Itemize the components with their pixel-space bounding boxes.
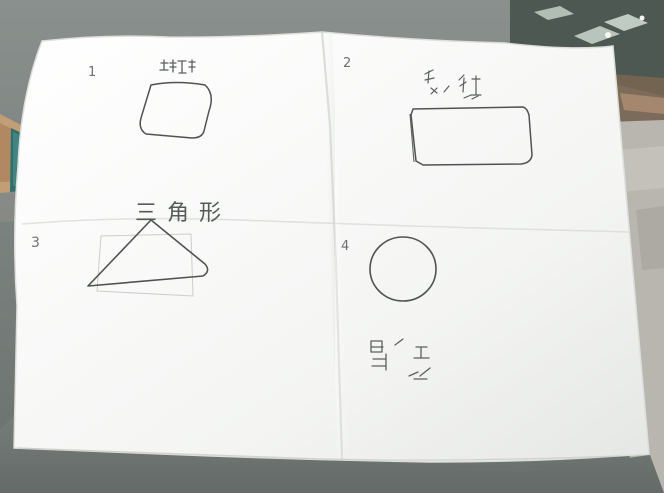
circle-drawing bbox=[369, 236, 437, 302]
panel-3: 3 三角形 bbox=[31, 201, 221, 297]
panel-2: 2 bbox=[343, 56, 533, 166]
paper-bottom-edge bbox=[17, 447, 620, 461]
panel-1: 1 bbox=[88, 59, 212, 139]
panel-1-number: 1 bbox=[88, 65, 96, 80]
panel-2-label-marks bbox=[424, 69, 482, 100]
fold-shadow bbox=[322, 32, 348, 460]
panel-3-number: 3 bbox=[31, 235, 40, 251]
triangle-guide-box bbox=[96, 233, 194, 297]
panel-4: 4 bbox=[341, 236, 437, 380]
panel-4-number: 4 bbox=[341, 239, 349, 254]
rectangle-drawing bbox=[410, 106, 533, 166]
lower-desk-area bbox=[0, 414, 664, 493]
square-drawing bbox=[139, 81, 212, 139]
panel-4-label-marks bbox=[370, 338, 431, 380]
horizontal-fold bbox=[21, 217, 630, 233]
rectangle-inner-edge bbox=[409, 113, 415, 163]
panel-1-label-marks bbox=[159, 59, 196, 74]
triangle-drawing bbox=[87, 219, 209, 287]
panel-2-number: 2 bbox=[343, 56, 351, 71]
